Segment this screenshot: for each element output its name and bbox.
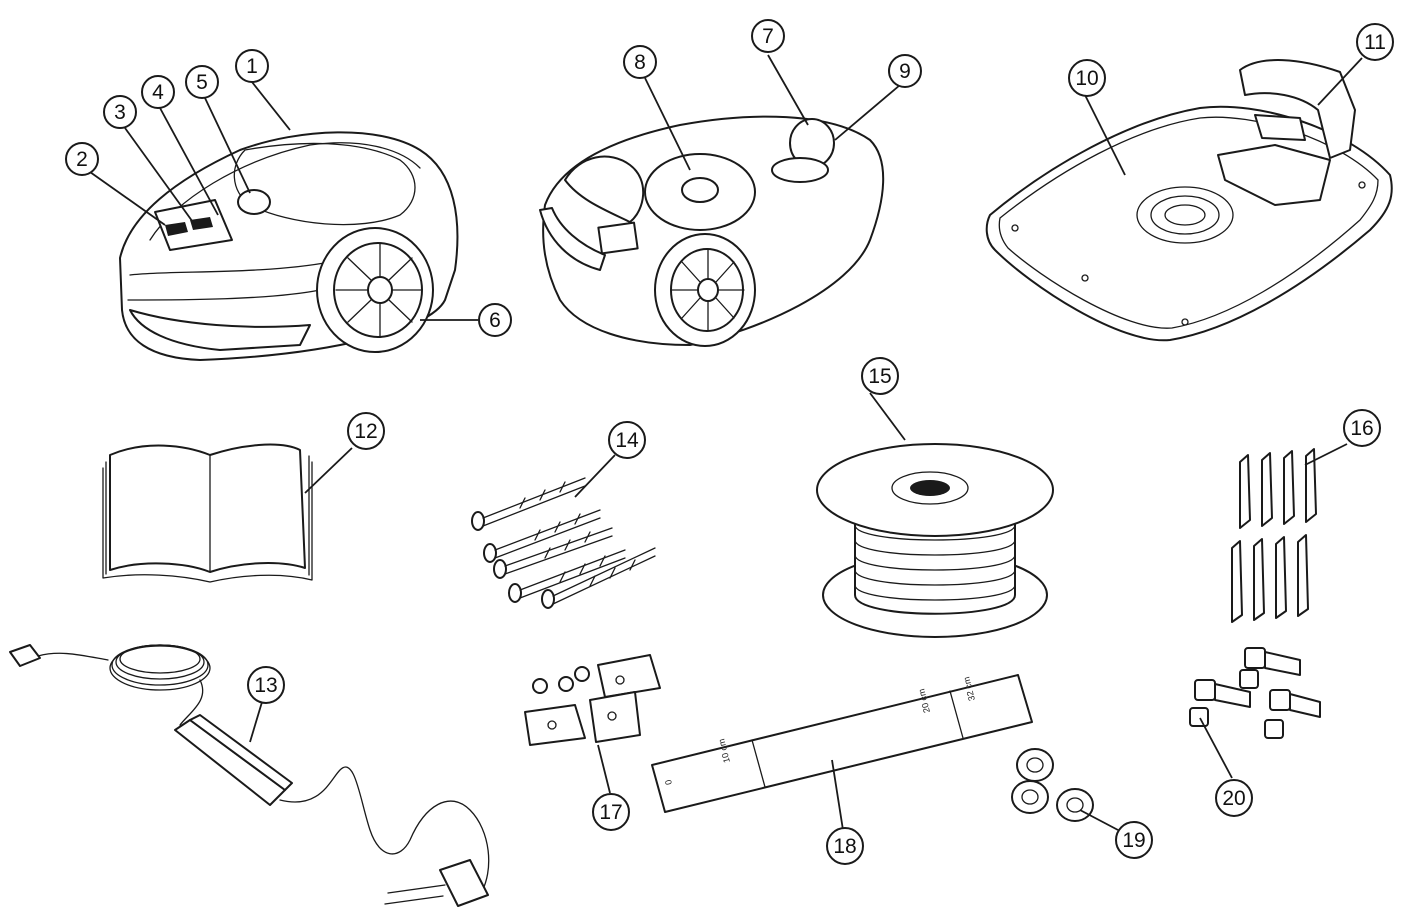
callout-11: 11 [1356,23,1394,61]
callout-12: 12 [347,412,385,450]
wire-connectors-illustration [1011,748,1094,822]
callout-17: 17 [592,793,630,831]
callout-4-label: 4 [152,81,164,104]
callout-18-label: 18 [833,835,856,858]
wire-spool-illustration [816,443,1054,638]
leader-lines [89,54,1363,831]
callout-10-label: 10 [1075,67,1098,90]
callout-17-label: 17 [599,801,622,824]
callout-6-label: 6 [489,309,501,332]
callout-10: 10 [1068,59,1106,97]
callout-20: 20 [1215,779,1253,817]
callout-19: 19 [1115,821,1153,859]
callout-3-label: 3 [114,101,126,124]
connectors-illustration [1189,647,1321,739]
pegs-illustration [471,477,656,609]
callout-6: 6 [478,303,512,337]
callout-14-label: 14 [615,429,639,452]
callout-11-label: 11 [1364,31,1386,54]
callout-9: 9 [888,54,922,88]
callout-3: 3 [103,95,137,129]
power-supply-illustration [9,644,490,907]
blades-illustration [524,654,661,746]
ruler-mark-0: 0 [663,779,674,786]
mower-top-view-illustration [119,131,459,361]
callout-19-label: 19 [1122,829,1145,852]
callout-1: 1 [235,49,269,83]
callout-12-label: 12 [354,420,377,443]
callout-13: 13 [247,666,285,704]
callout-18: 18 [826,827,864,865]
callout-16: 16 [1343,409,1381,447]
callout-7: 7 [751,19,785,53]
charging-station-illustration [985,59,1393,342]
rear-wheel [654,233,756,347]
callout-13-label: 13 [254,674,277,697]
callout-2-label: 2 [76,148,88,171]
callout-9-label: 9 [899,60,911,83]
measuring-ruler-illustration [651,674,1033,813]
clips-illustration [1231,448,1317,623]
wheel [316,227,434,353]
manual-book-illustration [102,443,313,583]
callout-5: 5 [185,65,219,99]
callout-5-label: 5 [196,71,208,94]
callout-1-label: 1 [246,55,258,78]
callout-20-label: 20 [1222,787,1245,810]
callout-15-label: 15 [868,365,891,388]
callout-2: 2 [65,142,99,176]
callout-15: 15 [861,357,899,395]
callout-14: 14 [608,421,646,459]
callout-16-label: 16 [1350,417,1373,440]
callout-8: 8 [623,45,657,79]
callout-4: 4 [141,75,175,109]
callout-8-label: 8 [634,51,646,74]
mower-underside-illustration [539,115,885,347]
callout-7-label: 7 [762,25,774,48]
